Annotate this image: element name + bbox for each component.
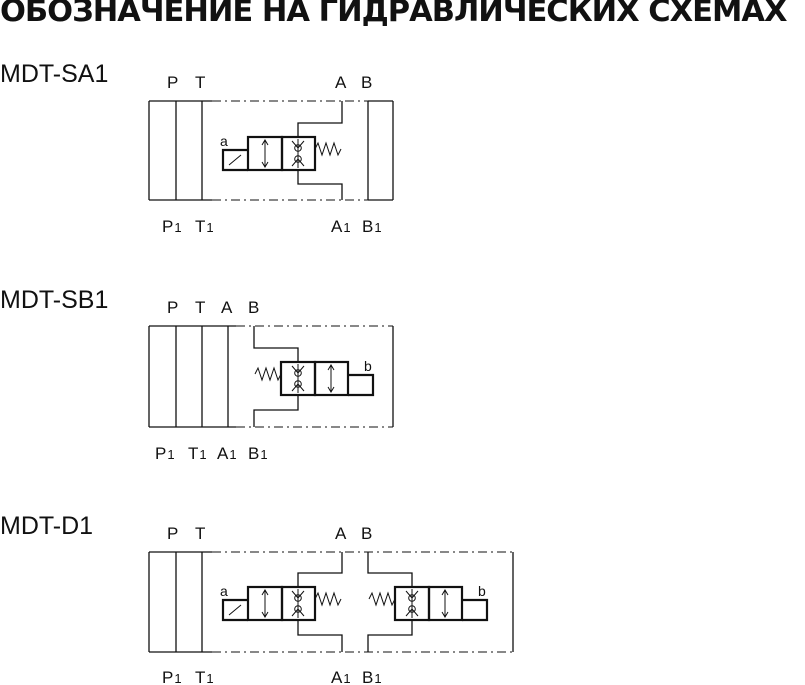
port-b1-label: B1: [362, 217, 382, 236]
flow-path-b: [253, 326, 299, 427]
solenoid-b-label: b: [478, 583, 486, 599]
model-label-sb1: MDT-SB1: [0, 286, 109, 314]
model-label-d1: MDT-D1: [0, 512, 94, 540]
body-outline: [148, 551, 514, 653]
solenoid-a-label: a: [220, 133, 228, 149]
flow-path-b: [367, 552, 413, 652]
solenoid-b-label: b: [364, 358, 372, 374]
port-t-label: T: [195, 524, 205, 543]
schematic-mdt-d1: P T A B a b P1 T1 A1 B1: [148, 524, 514, 685]
port-t1-label: T1: [188, 444, 207, 463]
port-t1-label: T1: [195, 217, 214, 236]
solenoid-a-label: a: [220, 583, 228, 599]
valve-sb1: [254, 360, 375, 397]
valve-d1-a: [221, 585, 342, 622]
page-title: ОБОЗНАЧЕНИЕ НА ГИДРАВЛИЧЕСКИХ СХЕМАХ: [0, 0, 788, 29]
port-b-label: B: [361, 73, 372, 92]
valve-d1-b: [368, 585, 489, 622]
valve-sa1: [221, 135, 342, 172]
port-p-label: P: [167, 73, 178, 92]
body-outline: [148, 325, 394, 428]
port-b-label: B: [248, 298, 259, 317]
port-p-label: P: [167, 298, 178, 317]
schematic-mdt-sa1: P T A B a P1 T1 A1 B1: [148, 73, 394, 236]
flow-path-a: [297, 552, 343, 652]
port-t1-label: T1: [195, 668, 214, 685]
schematic-mdt-sb1: P T A B b P1 T1 A1 B1: [148, 298, 394, 463]
port-p1-label: P1: [162, 668, 182, 685]
port-t-label: T: [195, 73, 205, 92]
port-p1-label: P1: [155, 444, 175, 463]
port-a-label: A: [335, 73, 347, 92]
body-outline: [148, 100, 394, 201]
centre-lines: [236, 325, 393, 428]
port-a1-label: A1: [331, 217, 351, 236]
port-a-label: A: [335, 524, 347, 543]
port-p-label: P: [167, 524, 178, 543]
port-b1-label: B1: [248, 444, 268, 463]
centre-lines: [212, 551, 513, 653]
model-label-sa1: MDT-SA1: [0, 60, 109, 88]
flow-path-a: [297, 101, 343, 200]
port-p1-label: P1: [162, 217, 182, 236]
centre-lines: [212, 100, 368, 201]
port-a1-label: A1: [331, 668, 351, 685]
port-a-label: A: [221, 298, 233, 317]
port-t-label: T: [195, 298, 205, 317]
port-a1-label: A1: [217, 444, 237, 463]
port-b-label: B: [361, 524, 372, 543]
port-b1-label: B1: [362, 668, 382, 685]
